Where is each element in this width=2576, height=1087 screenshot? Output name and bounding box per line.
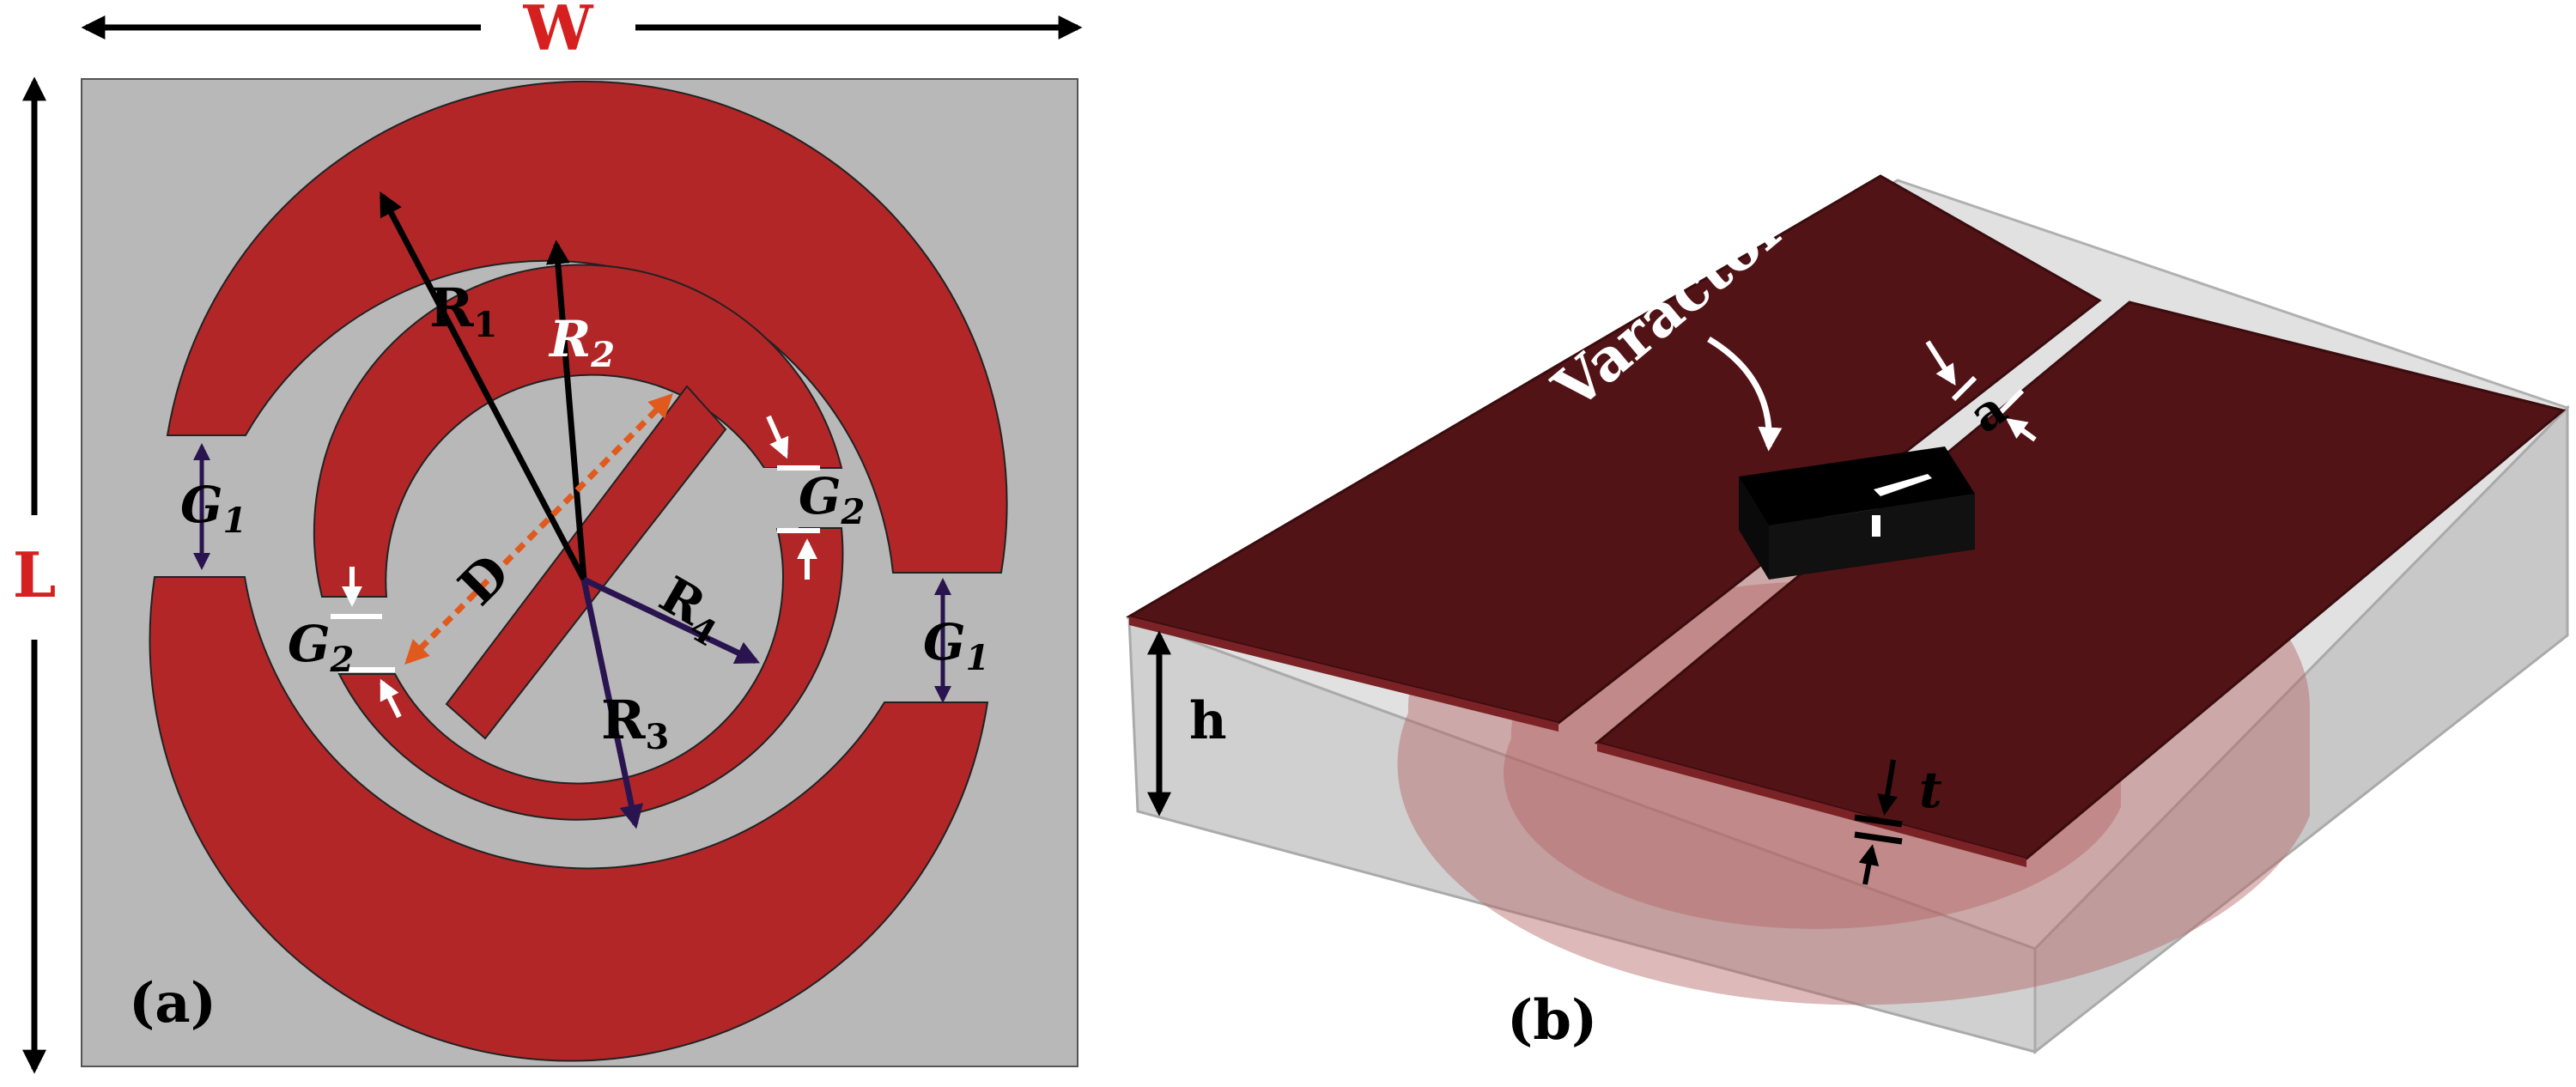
width-label: W [523, 0, 594, 64]
panel-b: Varactor a h t (b) [1126, 174, 2570, 1055]
left-patch-edge [1129, 616, 1558, 732]
r1-label: R1 [429, 276, 497, 345]
g2-right-marks [766, 415, 820, 580]
outer-ring [149, 80, 1008, 1062]
t-marks [1854, 759, 1903, 885]
r3-arrow [580, 579, 644, 829]
right-patch-edge [1597, 743, 2026, 867]
inner-gap-right [747, 468, 799, 528]
g2-right-label: G2 [799, 467, 865, 532]
length-dimension: L [13, 76, 57, 1074]
t-label: t [1919, 761, 1942, 819]
g1-left-label: G1 [180, 476, 246, 541]
panel-a-caption: (a) [129, 971, 216, 1035]
g2-left-marks [331, 567, 402, 719]
r3-label: R3 [601, 689, 669, 757]
varactor-pointer [1707, 336, 1783, 452]
g1-right-label: G1 [923, 613, 989, 678]
panel-a: W L R1 R2 D R4 R3 [13, 0, 1083, 1074]
g2-left-label: G2 [288, 615, 354, 680]
d-arrow [404, 393, 673, 665]
varactor [1739, 446, 1975, 580]
h-label: h [1189, 691, 1227, 751]
r2-label: R2 [548, 310, 615, 375]
panel-b-caption: (b) [1507, 988, 1597, 1053]
width-dimension: W [81, 0, 1083, 64]
a-marks [1925, 340, 2037, 442]
substrate-right [2033, 404, 2569, 1055]
length-label: L [13, 538, 57, 611]
inner-gap-left [331, 601, 391, 670]
inner-ring-lower [337, 527, 844, 821]
r4-arrow [582, 576, 761, 665]
